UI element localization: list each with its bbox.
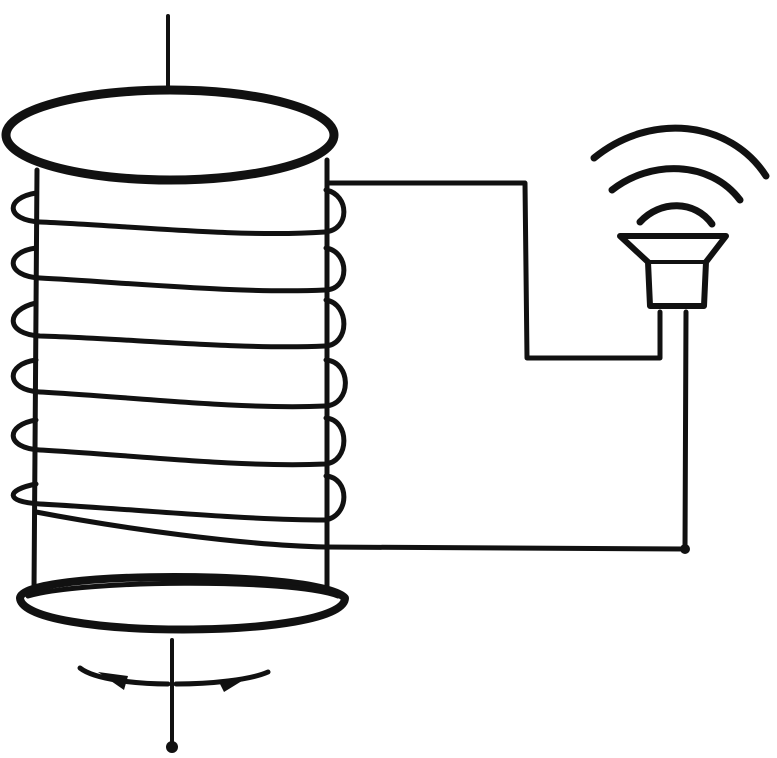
sound-wave-middle	[608, 165, 744, 204]
bottom-axis	[166, 638, 178, 753]
rotating-cylinder	[1, 85, 349, 634]
rotation-arrowhead-left	[98, 672, 128, 690]
cylinder-bottom-rim	[16, 573, 349, 634]
cylinder-left-edge	[31, 167, 40, 593]
wire-coil	[10, 187, 348, 550]
rotation-arrows	[77, 665, 271, 692]
upper-wire	[324, 180, 663, 361]
wire-junction	[680, 544, 690, 554]
sound-waves	[590, 124, 770, 228]
cylinder-bottom-inner	[25, 580, 341, 599]
sound-wave-outer	[590, 124, 770, 180]
rotation-arrowhead-right	[218, 676, 250, 692]
lower-wire	[322, 309, 689, 552]
speaker-icon	[617, 233, 729, 309]
circuit-wires	[322, 180, 690, 554]
sound-wave-inner	[636, 202, 716, 228]
cylinder-top-ellipse	[1, 85, 339, 185]
